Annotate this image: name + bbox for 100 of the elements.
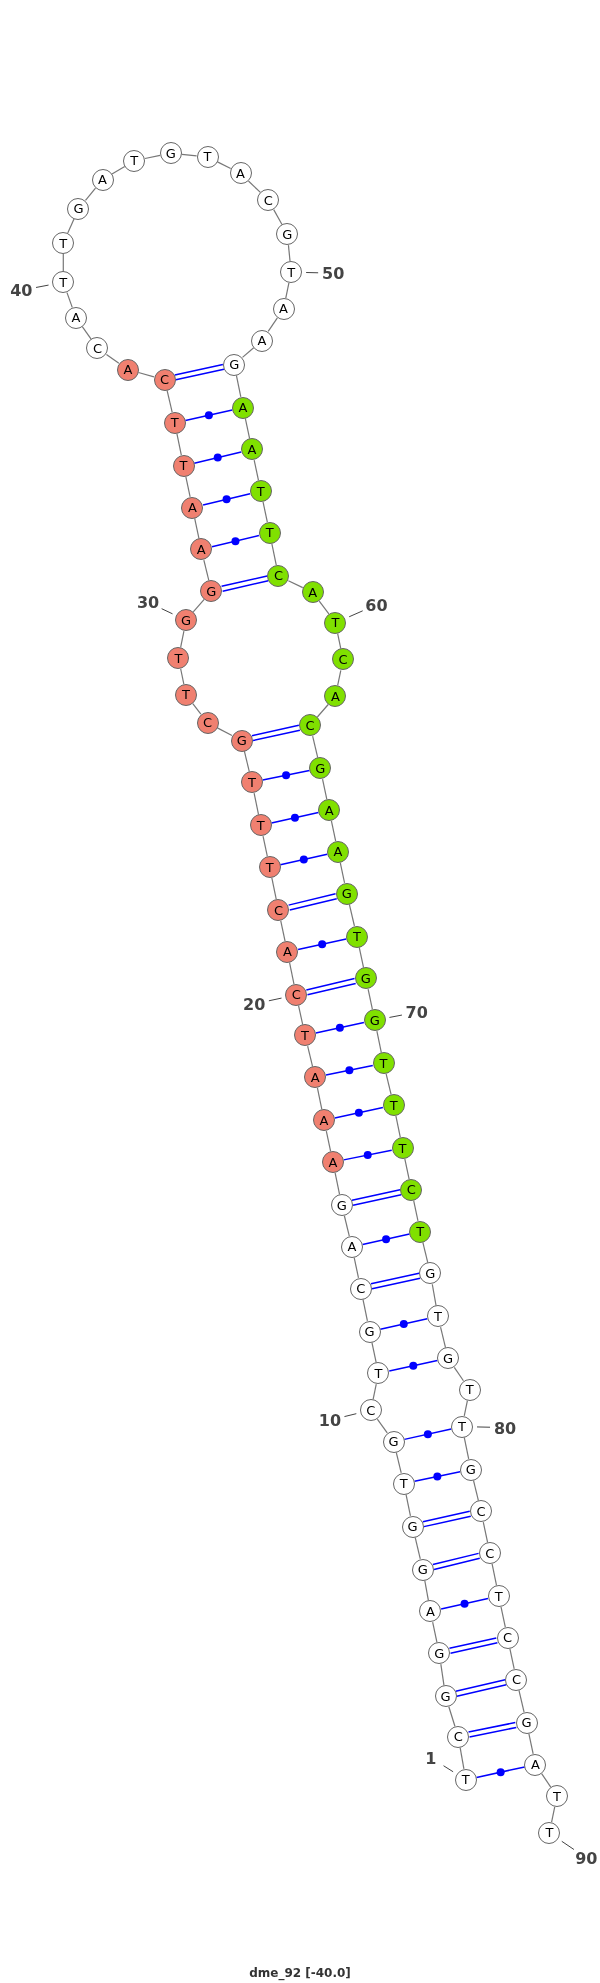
backbone-line: [337, 669, 342, 687]
base-pair-line: [261, 769, 311, 781]
nucleotide-circle: C: [299, 714, 322, 737]
base-pair-line: [287, 893, 338, 911]
nucleotide-circle: G: [382, 1430, 405, 1453]
backbone-line: [518, 1689, 525, 1713]
backbone-line: [339, 862, 346, 884]
backbone-line: [181, 153, 198, 157]
base-pair-line: [174, 363, 225, 381]
position-number: 20: [243, 994, 266, 1014]
backbone-line: [297, 1005, 304, 1026]
backbone-line: [192, 703, 202, 715]
nucleotide-circle: T: [163, 411, 186, 434]
base-pair-line: [251, 724, 301, 742]
nucleotide-circle: A: [232, 396, 255, 419]
caption: dme_92 [-40.0]: [249, 1966, 351, 1980]
backbone-line: [372, 1383, 377, 1400]
nucleotide-circle: A: [340, 1235, 363, 1258]
nucleotide-circle: G: [419, 1262, 442, 1285]
backbone-line: [137, 371, 155, 378]
backbone-line: [395, 1115, 401, 1138]
backbone-line: [448, 1706, 456, 1727]
base-pair-line: [270, 811, 320, 824]
nucleotide-circle: T: [454, 1768, 477, 1791]
base-pair-line: [370, 1272, 421, 1290]
backbone-line: [404, 1158, 410, 1180]
nucleotide-circle: C: [359, 1399, 382, 1422]
base-pair-line: [361, 1233, 411, 1246]
nucleotide-circle: T: [538, 1821, 561, 1844]
nucleotide-circle: T: [249, 814, 272, 837]
backbone-line: [253, 459, 260, 481]
base-pair-line: [440, 1597, 489, 1610]
nucleotide-circle: C: [496, 1626, 519, 1649]
nucleotide-circle: T: [382, 1094, 405, 1117]
nucleotide-circle: C: [267, 564, 290, 587]
backbone-line: [81, 326, 92, 340]
base-pair-line: [305, 977, 357, 996]
base-pair-line: [297, 938, 347, 951]
backbone-line: [285, 282, 290, 299]
nucleotide-circle: G: [276, 223, 299, 246]
nucleotide-circle: A: [276, 940, 299, 963]
nucleotide-circle: A: [304, 1066, 327, 1089]
nucleotide-circle: G: [434, 1685, 457, 1708]
nucleotide-circle: A: [419, 1600, 442, 1623]
base-pair-line: [334, 1106, 384, 1119]
nucleotide-circle: T: [52, 271, 75, 294]
base-pair-line: [422, 1510, 472, 1528]
nucleotide-circle: G: [230, 729, 253, 752]
nucleotide-circle: A: [321, 1151, 344, 1173]
nucleotide-circle: C: [196, 711, 219, 734]
backbone-line: [105, 353, 120, 364]
backbone-line: [318, 600, 330, 615]
position-number: 30: [136, 592, 160, 612]
nucleotide-circle: A: [190, 538, 213, 561]
backbone-line: [253, 792, 260, 816]
nucleotide-circle: A: [272, 297, 295, 320]
nucleotide-circle: T: [123, 149, 146, 172]
backbone-line: [185, 475, 191, 498]
backbone-line: [273, 209, 283, 226]
nucleotide-circle: C: [86, 337, 109, 360]
nucleotide-circle: T: [52, 232, 75, 255]
backbone-line: [288, 962, 295, 985]
nucleotide-circle: T: [409, 1220, 432, 1243]
backbone-line: [180, 668, 185, 685]
backbone-line: [144, 154, 161, 160]
backbone-line: [463, 1400, 468, 1417]
nucleotide-circle: G: [515, 1711, 538, 1734]
base-pair-line: [388, 1359, 439, 1372]
nucleotide-circle: G: [459, 1458, 482, 1481]
backbone-line: [66, 292, 73, 308]
backbone-line: [395, 1451, 402, 1474]
nucleotide-circle: T: [294, 1024, 317, 1047]
backbone-line: [321, 778, 328, 800]
backbone-line: [528, 1732, 534, 1755]
nucleotide-circle: C: [447, 1725, 470, 1748]
nucleotide-circle: A: [116, 358, 139, 381]
nucleotide-circle: T: [345, 925, 368, 948]
nucleotide-circle: T: [175, 683, 198, 706]
nucleotide-circle: A: [324, 685, 347, 708]
base-pair-line: [454, 1679, 508, 1697]
nucleotide-circle: G: [330, 1194, 353, 1217]
nucleotide-circle: T: [545, 1785, 568, 1808]
backbone-line: [280, 920, 286, 942]
backbone-line: [414, 1536, 421, 1560]
backbone-line: [330, 820, 337, 842]
backbone-line: [343, 1215, 350, 1237]
backbone-line: [482, 1521, 489, 1543]
backbone-line: [358, 946, 365, 969]
backbone-line: [453, 1366, 465, 1382]
nucleotide-circle: C: [153, 368, 176, 391]
backbone-line: [385, 1073, 392, 1095]
nucleotide-circle: A: [301, 581, 324, 604]
nucleotide-circle: T: [172, 454, 195, 477]
backbone-line: [376, 1418, 388, 1434]
backbone-line: [424, 1579, 429, 1602]
nucleotide-circle: T: [367, 1362, 390, 1385]
backbone-line: [413, 1200, 419, 1222]
backbone-line: [353, 1257, 360, 1279]
nucleotide-circle: T: [258, 856, 281, 879]
backbone-line: [405, 1493, 412, 1517]
